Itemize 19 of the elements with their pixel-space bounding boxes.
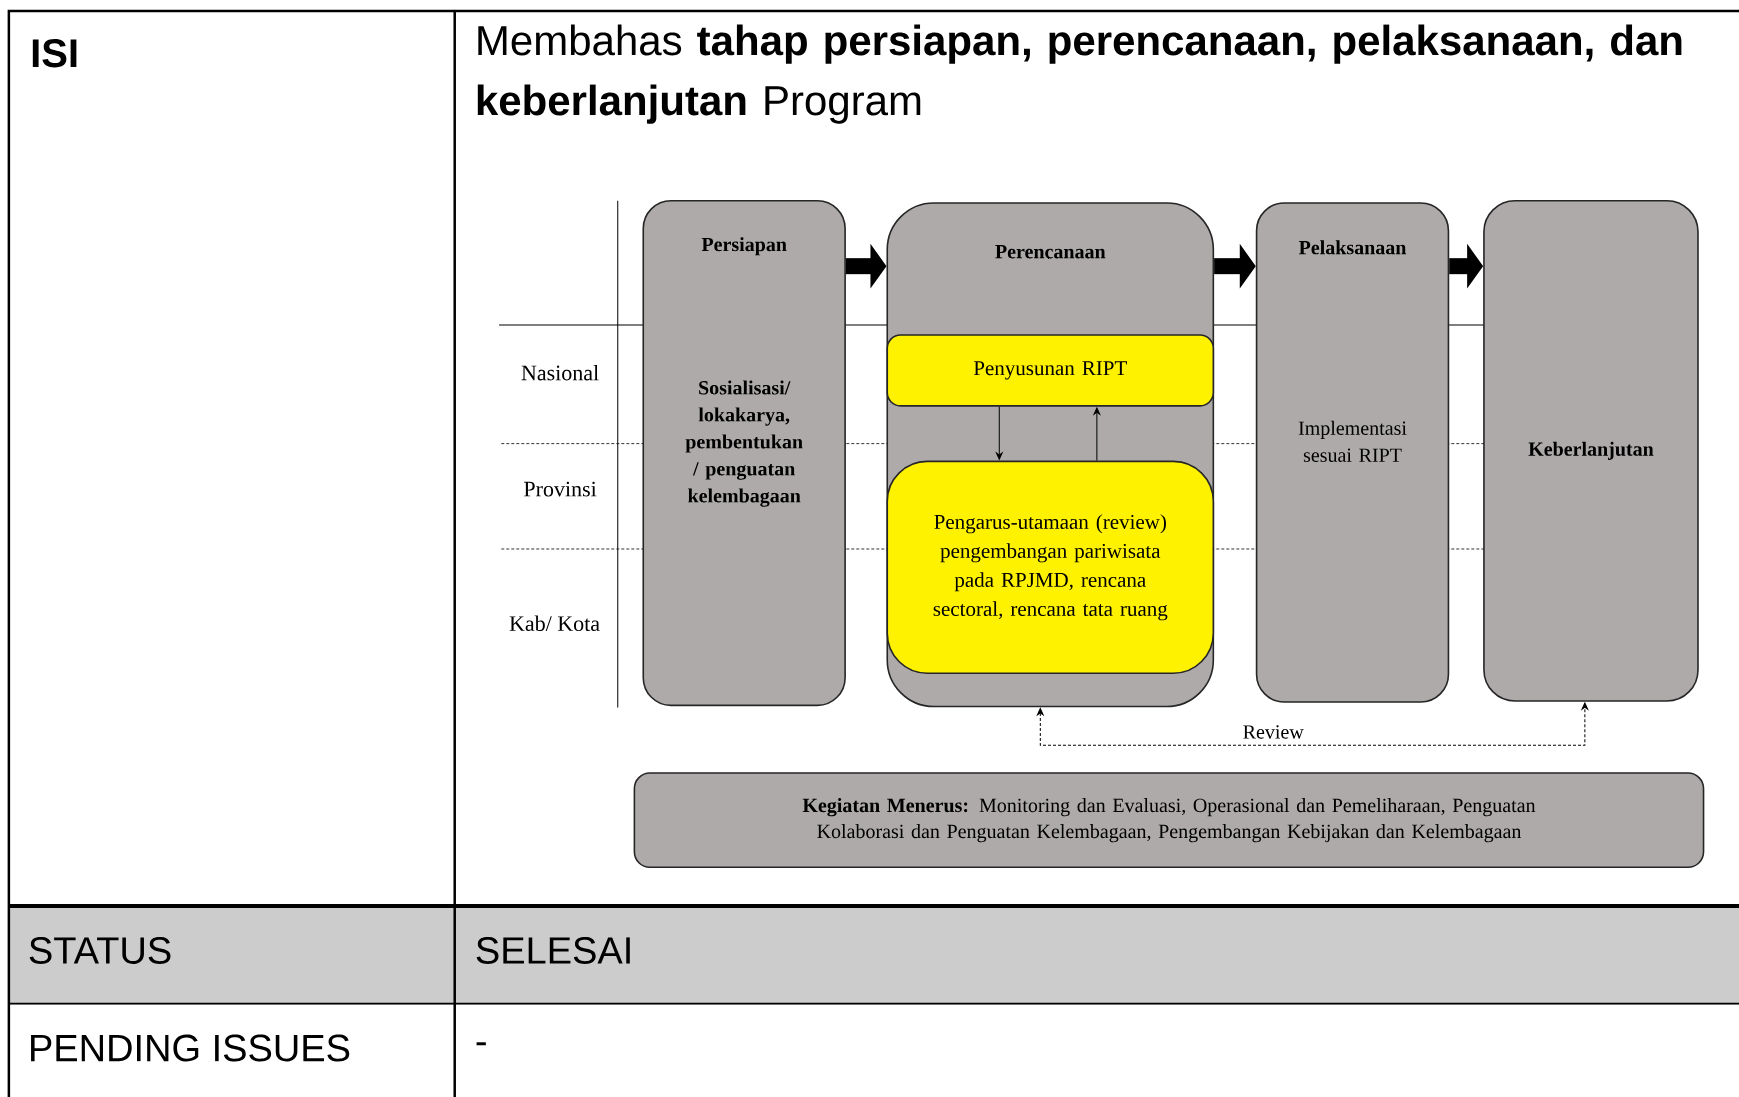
cell-text: - <box>476 1042 486 1046</box>
stage-box: Pelaksanaan Implementasi sesuai RIPT <box>1255 202 1450 703</box>
stage-box: Persiapan Sosialisasi/ lokakarya, pembentukan / penguatan kelembagaan <box>642 199 846 707</box>
arrow <box>995 406 1003 460</box>
level-label: Kab/ Kota <box>509 615 600 632</box>
activity-box: Pengarus-utamaan (review) pengembangan pariwisata pada RPJMD, rencana sectoral, rencana tata ruang <box>886 460 1215 674</box>
stage-box: Keberlanjutan <box>1483 199 1699 702</box>
cell-text: SELESAI <box>476 937 630 964</box>
description-text: Membahas tahap persiapan, perencanaan, pelaksanaan, dan keberlanjutan Program <box>477 24 1682 124</box>
feedback-arrow <box>1037 702 1589 746</box>
level-label: Provinsi <box>524 481 597 497</box>
row-heading: PENDING ISSUES <box>31 1034 350 1062</box>
edge-label: Review <box>1241 724 1305 740</box>
row-heading: STATUS <box>29 937 171 964</box>
row-heading: ISI <box>32 39 77 68</box>
activity-box: Penyusunan RIPT <box>886 334 1215 407</box>
level-label: Nasional <box>521 364 599 381</box>
arrow <box>1093 407 1101 462</box>
activity-box: Kegiatan Menerus: Monitoring dan Evaluasi, Operasional dan Pemeliharaan, Penguatan Kolaborasi dan Penguatan Kelembagaan, Pengembangan Kebijakan dan Kelembagaan <box>633 772 1705 869</box>
